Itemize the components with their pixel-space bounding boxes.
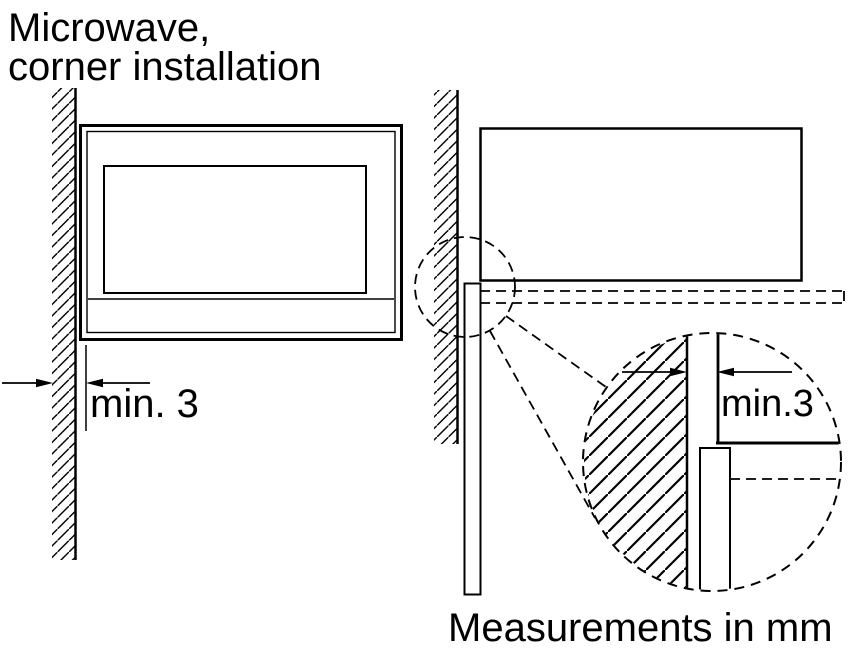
diagram-title-line2: corner installation <box>8 45 322 89</box>
dimension-label: min. 3 <box>90 382 199 426</box>
detail-callout-circle <box>414 236 516 338</box>
detail-dimension-label: min.3 <box>721 383 814 425</box>
microwave-outer-frame <box>79 124 403 341</box>
detail-view <box>584 334 840 590</box>
cabinet-side-view <box>479 127 845 304</box>
detail-min-gap-dimension: min.3 <box>622 367 814 425</box>
microwave-front-view <box>79 124 403 341</box>
microwave-inner-frame <box>86 130 396 334</box>
cabinet-outline <box>479 127 803 282</box>
detail-callout <box>414 236 607 519</box>
right-wall <box>434 90 459 444</box>
detail-view-circle-outline <box>582 332 842 592</box>
detail-dimension-arrowhead-right <box>717 367 734 377</box>
microwave-door-window <box>103 165 367 294</box>
measurements-note: Measurements in mm <box>448 606 833 650</box>
door-panel-side-view <box>463 282 482 596</box>
dimension-arrowhead-right <box>86 378 103 388</box>
diagram-title-line1: Microwave, <box>8 6 210 50</box>
detail-leader-line-top <box>505 315 607 388</box>
left-wall <box>52 88 77 560</box>
dimension-arrowhead-left <box>36 378 53 388</box>
right-wall-hatch <box>434 90 457 444</box>
detail-leader-line-bottom <box>489 330 596 519</box>
left-min-gap-dimension: min. 3 <box>2 345 199 431</box>
detail-dimension-arrowhead-left <box>670 367 687 377</box>
left-wall-hatch <box>52 88 75 560</box>
